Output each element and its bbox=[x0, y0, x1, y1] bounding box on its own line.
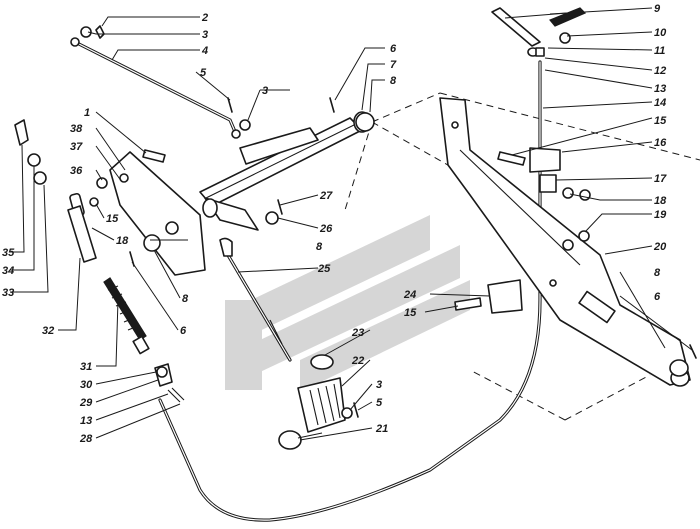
callout-10: 10 bbox=[654, 27, 667, 39]
callout-36: 36 bbox=[70, 165, 83, 177]
callout-19: 19 bbox=[654, 209, 667, 221]
callout-11: 11 bbox=[654, 45, 665, 57]
callout-28: 28 bbox=[79, 433, 93, 445]
nut-34 bbox=[27, 153, 41, 167]
cotter-pin-6c bbox=[689, 344, 697, 359]
cotter-pin-27 bbox=[277, 199, 283, 215]
clip-17 bbox=[539, 174, 557, 193]
callout-5: 5 bbox=[200, 67, 207, 79]
callout-13: 13 bbox=[654, 83, 666, 95]
callout-6: 6 bbox=[390, 43, 397, 55]
pedal-pad bbox=[278, 354, 346, 450]
callout-9: 9 bbox=[654, 3, 661, 15]
washer-8 bbox=[355, 112, 375, 132]
callout-21: 21 bbox=[375, 423, 388, 435]
callout-6: 6 bbox=[180, 325, 187, 337]
callout-29: 29 bbox=[79, 397, 93, 409]
washer-26 bbox=[265, 211, 279, 225]
callout-3: 3 bbox=[202, 29, 208, 41]
callout-8: 8 bbox=[316, 241, 323, 253]
clip-16 bbox=[529, 147, 561, 173]
callout-15: 15 bbox=[106, 213, 119, 225]
washer-18b bbox=[562, 239, 574, 251]
callout-33: 33 bbox=[2, 287, 14, 299]
callout-27: 27 bbox=[319, 190, 333, 202]
callout-18: 18 bbox=[654, 195, 667, 207]
cotter-pin-5b bbox=[353, 402, 359, 418]
callout-15: 15 bbox=[404, 307, 417, 319]
callout-2: 2 bbox=[201, 12, 208, 24]
callout-37: 37 bbox=[70, 141, 83, 153]
cotter-pin-2 bbox=[95, 25, 105, 39]
callout-8: 8 bbox=[654, 267, 661, 279]
cotter-pin-6 bbox=[329, 97, 335, 113]
callout-13: 13 bbox=[80, 415, 92, 427]
callout-35: 35 bbox=[2, 247, 15, 259]
callout-3: 3 bbox=[376, 379, 382, 391]
adjuster-rod bbox=[67, 192, 150, 355]
callout-18: 18 bbox=[116, 235, 129, 247]
callout-34: 34 bbox=[2, 265, 14, 277]
callout-30: 30 bbox=[80, 379, 93, 391]
watermark-logo bbox=[225, 215, 470, 392]
callout-22: 22 bbox=[351, 355, 364, 367]
callout-38: 38 bbox=[70, 123, 83, 135]
callout-7: 7 bbox=[390, 59, 397, 71]
nut-19 bbox=[579, 189, 591, 201]
washer-3c bbox=[341, 407, 353, 419]
callout-26: 26 bbox=[319, 223, 333, 235]
nut-36 bbox=[96, 177, 108, 189]
washer-33 bbox=[33, 171, 47, 185]
bolt-35 bbox=[14, 119, 29, 146]
washer-3 bbox=[80, 26, 92, 38]
bolt-15c bbox=[454, 297, 482, 311]
washer-3b bbox=[239, 119, 251, 131]
callout-8: 8 bbox=[182, 293, 189, 305]
hardware bbox=[14, 25, 697, 419]
cotter-pin-5 bbox=[227, 97, 233, 113]
callout-14: 14 bbox=[654, 97, 666, 109]
callout-5: 5 bbox=[376, 397, 383, 409]
callout-23: 23 bbox=[351, 327, 364, 339]
bolt-15b bbox=[497, 151, 526, 166]
callout-6: 6 bbox=[654, 291, 661, 303]
callout-25: 25 bbox=[317, 263, 331, 275]
callout-17: 17 bbox=[654, 173, 667, 185]
callout-12: 12 bbox=[654, 65, 666, 77]
leader-lines bbox=[10, 7, 693, 441]
nut-19b bbox=[578, 230, 590, 242]
callout-15: 15 bbox=[654, 115, 667, 127]
brake-cable bbox=[158, 60, 542, 522]
washer-18 bbox=[562, 187, 574, 199]
control-rod bbox=[70, 37, 241, 139]
callout-31: 31 bbox=[80, 361, 92, 373]
clip-24 bbox=[487, 279, 523, 314]
bracket-plate bbox=[109, 151, 206, 276]
callout-3: 3 bbox=[262, 85, 268, 97]
callout-8: 8 bbox=[390, 75, 397, 87]
washer-8c bbox=[669, 359, 689, 377]
callout-4: 4 bbox=[201, 45, 208, 57]
callout-24: 24 bbox=[403, 289, 416, 301]
callout-16: 16 bbox=[654, 137, 667, 149]
bolt-1 bbox=[142, 149, 166, 163]
callout-32: 32 bbox=[42, 325, 54, 337]
callout-labels: 2 3 4 5 3 6 7 8 1 38 37 36 15 18 35 34 3… bbox=[2, 3, 667, 445]
pushrod bbox=[219, 237, 292, 362]
washer-8b bbox=[143, 234, 161, 252]
cross-shaft bbox=[199, 111, 372, 231]
callout-20: 20 bbox=[653, 241, 667, 253]
cable-end bbox=[154, 363, 185, 403]
callout-1: 1 bbox=[84, 107, 90, 119]
